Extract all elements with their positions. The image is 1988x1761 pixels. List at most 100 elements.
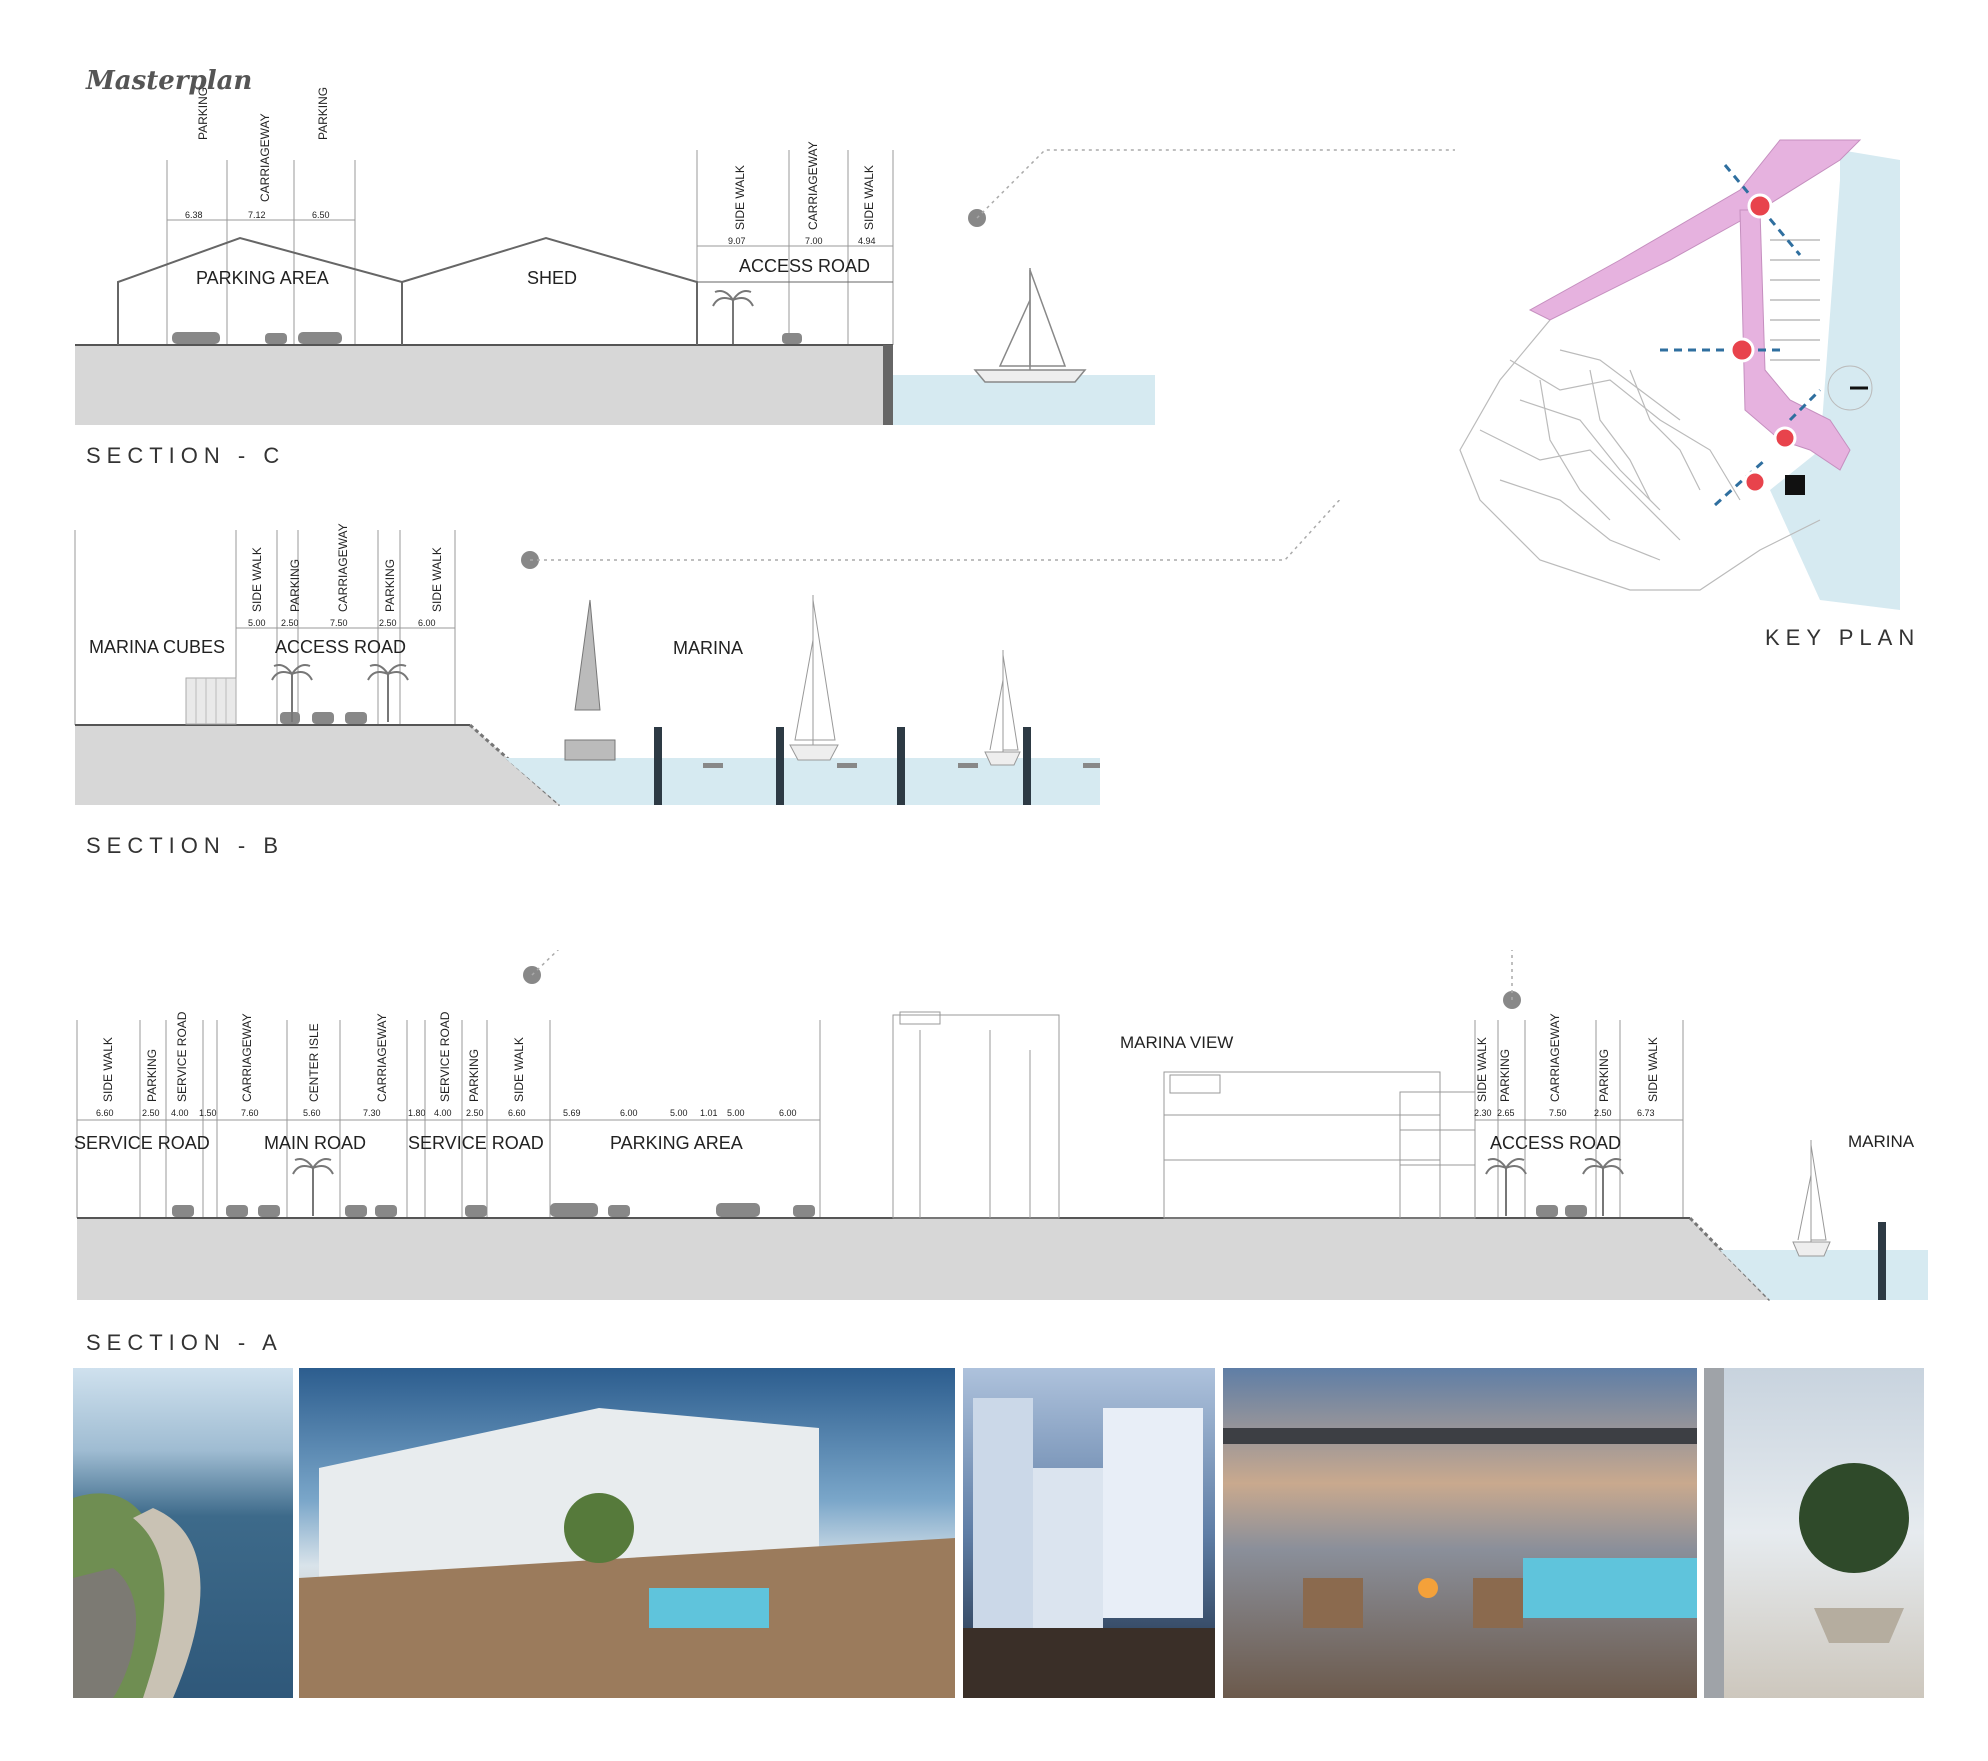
section-a-lane-width: 2.50 (466, 1108, 484, 1118)
section-a-lane-width: 2.50 (1594, 1108, 1612, 1118)
section-b-label: SECTION - B (86, 833, 285, 858)
section-a-lane-label: PARKING (145, 1048, 159, 1102)
section-b-lane-label: PARKING (383, 558, 397, 612)
palm-tree-icon (712, 290, 754, 344)
section-b-drawing (74, 500, 1341, 807)
sailboat-icon (973, 268, 1087, 383)
section-c-lane-label: PARKING (316, 86, 330, 140)
section-a-lane-width: 2.65 (1497, 1108, 1515, 1118)
section-a-zone-marina-view: MARINA VIEW (1120, 1033, 1234, 1052)
ground-block (77, 1218, 1770, 1300)
section-c-lane-width: 9.07 (728, 236, 746, 246)
section-c-lane-width: 7.00 (805, 236, 823, 246)
section-c-zone-access-road: ACCESS ROAD (739, 256, 871, 276)
section-a-lane-label: CARRIAGEWAY (240, 1013, 254, 1102)
section-a-lane-label: SERVICE ROAD (175, 1011, 189, 1102)
photo-rooftop-pool-terrace (1223, 1368, 1697, 1698)
section-a-lane-label: SERVICE ROAD (438, 1011, 452, 1102)
photo-terraced-courtyard (299, 1368, 955, 1698)
ground-block (75, 345, 887, 425)
section-b-lane-label: SIDE WALK (250, 547, 264, 612)
section-a-lane-width: 6.73 (1637, 1108, 1655, 1118)
section-c-lane-label: SIDE WALK (733, 165, 747, 230)
section-marker-icon (1747, 193, 1773, 219)
section-a-lane-label: CARRIAGEWAY (1548, 1013, 1562, 1102)
photo-cube-facade-night (963, 1368, 1215, 1698)
section-a-drawing (76, 950, 1928, 1302)
sailboat-icon (564, 599, 616, 761)
section-b-lane-width: 2.50 (379, 618, 397, 628)
palm-tree-icon (1485, 1158, 1527, 1216)
north-arrow-icon (1827, 365, 1873, 411)
palm-tree-icon (292, 1158, 334, 1216)
section-a-lane-label: CENTER ISLE (307, 1023, 321, 1102)
section-a-parking-width: 5.00 (670, 1108, 688, 1118)
water-body (505, 758, 1100, 805)
section-a-lane-label: PARKING (1597, 1048, 1611, 1102)
section-a-zone-main-road: MAIN ROAD (264, 1133, 367, 1153)
section-c-lane-label: CARRIAGEWAY (258, 113, 272, 202)
section-a-lane-width: 5.60 (303, 1108, 321, 1118)
section-marker-icon (1773, 426, 1797, 450)
section-b-lane-label: SIDE WALK (430, 547, 444, 612)
section-a-lane-label: PARKING (1498, 1048, 1512, 1102)
section-a-parking-width: 5.00 (727, 1108, 745, 1118)
section-a-lane-width: 6.60 (508, 1108, 526, 1118)
section-b-lane-width: 5.00 (248, 618, 266, 628)
section-a-parking-width: 6.00 (620, 1108, 638, 1118)
section-b-lane-width: 7.50 (330, 618, 348, 628)
section-c-drawing (75, 149, 1455, 425)
section-c-zone-parking-area: PARKING AREA (196, 268, 329, 288)
section-a-lane-label: SIDE WALK (512, 1037, 526, 1102)
section-a-lane-width: 1.50 (199, 1108, 217, 1118)
section-a-lane-label: CARRIAGEWAY (375, 1013, 389, 1102)
section-a-label: SECTION - A (86, 1330, 283, 1355)
section-b-zone-marina: MARINA (673, 638, 744, 658)
palm-tree-icon (1582, 1158, 1624, 1216)
section-c-lane-width: 7.12 (248, 210, 266, 220)
section-a-lane-width: 7.30 (363, 1108, 381, 1118)
section-a-lane-width: 4.00 (171, 1108, 189, 1118)
section-a-zone-service-road: SERVICE ROAD (74, 1133, 210, 1153)
photo-balcony-bonsai (1704, 1368, 1924, 1698)
section-c-lane-label: PARKING (196, 86, 210, 140)
section-a-lane-width: 7.60 (241, 1108, 259, 1118)
section-b-zone-marina-cubes: MARINA CUBES (89, 637, 226, 657)
section-a-lane-width: 1.80 (408, 1108, 426, 1118)
water-body (893, 375, 1155, 425)
water-body (1720, 1250, 1928, 1300)
key-plan-label: KEY PLAN (1765, 625, 1921, 650)
section-c-zone-shed: SHED (527, 268, 578, 288)
section-a-lane-width: 7.50 (1549, 1108, 1567, 1118)
photo-waterfront-promenade (73, 1368, 293, 1698)
sailboat-icon (984, 650, 1021, 766)
section-marker-icon (1743, 470, 1767, 494)
section-c-lane-width: 4.94 (858, 236, 876, 246)
section-c-lane-label: SIDE WALK (862, 165, 876, 230)
section-b-lane-label: CARRIAGEWAY (336, 523, 350, 612)
section-b-lane-width: 6.00 (418, 618, 436, 628)
section-c-label: SECTION - C (86, 443, 286, 468)
page-title: Masterplan (86, 66, 253, 96)
palm-tree-icon (271, 664, 313, 722)
section-a-lane-width: 4.00 (434, 1108, 452, 1118)
section-b-lane-width: 2.50 (281, 618, 299, 628)
section-a-lane-width: 2.30 (1474, 1108, 1492, 1118)
section-a-lane-width: 6.60 (96, 1108, 114, 1118)
ground-block (75, 725, 560, 805)
key-plan-map (1459, 139, 1900, 610)
section-a-parking-width: 5.69 (563, 1108, 581, 1118)
section-a-lane-width: 2.50 (142, 1108, 160, 1118)
section-a-parking-width: 1.01 (700, 1108, 718, 1118)
marina-view-building (892, 1011, 1476, 1219)
sailboat-icon (789, 595, 839, 761)
section-c-lane-width: 6.38 (185, 210, 203, 220)
section-a-lane-label: SIDE WALK (1646, 1037, 1660, 1102)
palm-tree-icon (367, 664, 409, 722)
section-c-lane-label: CARRIAGEWAY (806, 141, 820, 230)
section-a-zone-service-road: SERVICE ROAD (408, 1133, 544, 1153)
section-a-lane-label: SIDE WALK (1475, 1037, 1489, 1102)
section-a-zone-parking-area: PARKING AREA (610, 1133, 743, 1153)
sailboat-icon (1792, 1140, 1831, 1257)
section-a-lane-label: SIDE WALK (101, 1037, 115, 1102)
